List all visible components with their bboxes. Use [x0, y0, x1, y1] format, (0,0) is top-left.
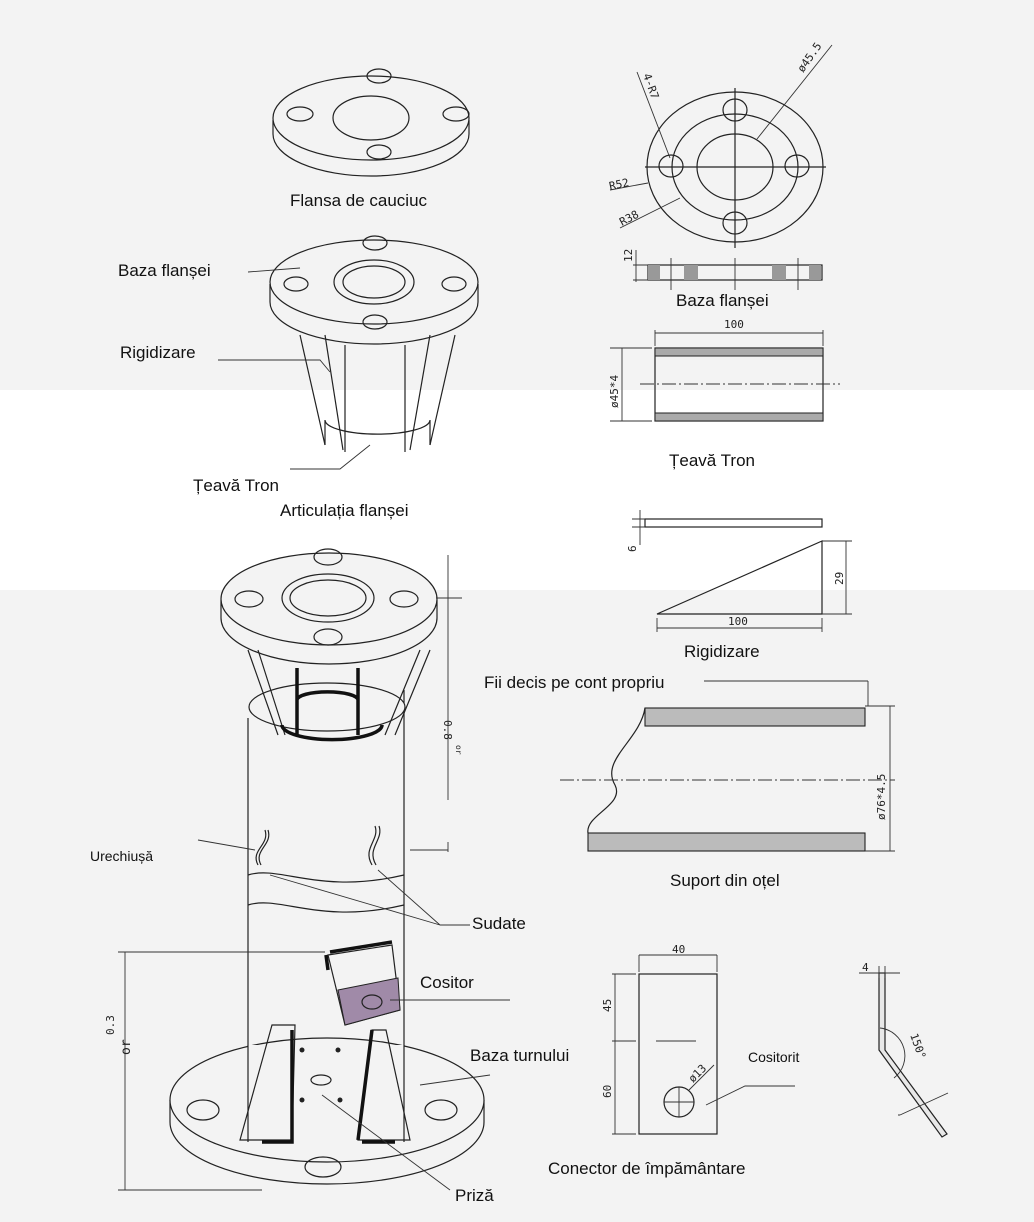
- ground-connector-label: Conector de împământare: [548, 1159, 746, 1178]
- connector-upper-dim: 45: [601, 999, 614, 1012]
- stiffener-right-label: Rigidizare: [684, 642, 760, 661]
- bend-angle-dim: 150°: [907, 1032, 928, 1061]
- flange-assembly-drawing: [218, 235, 479, 470]
- upper-length-suffix: or: [454, 745, 463, 755]
- white-band: [0, 390, 1034, 590]
- tron-pipe-section-drawing: 100 ø45*4: [608, 318, 840, 422]
- tower-base-label: Baza turnului: [470, 1046, 569, 1065]
- pipe-length-dim: 100: [724, 318, 744, 331]
- rubber-flange-drawing: [272, 68, 470, 177]
- flange-base-label: Baza flanșei: [118, 261, 211, 280]
- lower-length-suffix: or: [119, 1039, 134, 1055]
- ear-label: Urechiușă: [90, 848, 153, 864]
- tron-pipe-right-label: Țeavă Tron: [669, 451, 755, 470]
- ground-connector-drawing: 40 45 60 ø13 4 150°: [601, 943, 949, 1138]
- flange-base-right-label: Baza flanșei: [676, 291, 769, 310]
- outer-radius-dim: R52: [608, 176, 630, 193]
- tron-pipe-label: Țeavă Tron: [193, 476, 279, 495]
- rubber-flange-label: Flansa de cauciuc: [290, 191, 428, 210]
- support-section-dim: ø76*4.5: [875, 774, 888, 820]
- steel-support-drawing: ø76*4.5: [560, 680, 895, 852]
- tin-label: Cositor: [420, 973, 474, 992]
- pipe-section-dim: ø45*4: [608, 375, 621, 408]
- plate-thickness-dim: 6: [626, 545, 639, 552]
- bore-diameter-dim: ø45.5: [795, 40, 825, 75]
- connector-thickness-dim: 4: [862, 961, 869, 974]
- welded-label: Sudate: [472, 914, 526, 933]
- bolt-radius-dim: R38: [617, 208, 641, 229]
- stiffener-length-dim: 100: [728, 615, 748, 628]
- connector-hole-dim: ø13: [686, 1062, 709, 1085]
- flange-base-plan-drawing: 4-R7 ø45.5 R52 R38 12: [608, 40, 833, 290]
- lower-length-dim: 0.3: [104, 1015, 117, 1035]
- steel-support-label: Suport din oțel: [670, 871, 780, 890]
- stiffener-drawing: 6 29 100: [626, 510, 852, 632]
- tinned-label: Cositorit: [748, 1049, 799, 1065]
- hole-radius-dim: 4-R7: [640, 72, 661, 101]
- stiffener-height-dim: 29: [833, 572, 846, 585]
- own-risk-label: Fii decis pe cont propriu: [484, 673, 664, 692]
- connector-width-dim: 40: [672, 943, 685, 956]
- upper-length-dim: 0.8: [441, 720, 454, 740]
- tower-assembly-drawing: 0.8 or 0.3 or: [104, 548, 510, 1191]
- socket-label: Priză: [455, 1186, 494, 1205]
- connector-lower-dim: 60: [601, 1085, 614, 1098]
- stiffener-label: Rigidizare: [120, 343, 196, 362]
- flange-joint-label: Articulația flanșei: [280, 501, 409, 520]
- flange-thickness-dim: 12: [622, 249, 635, 262]
